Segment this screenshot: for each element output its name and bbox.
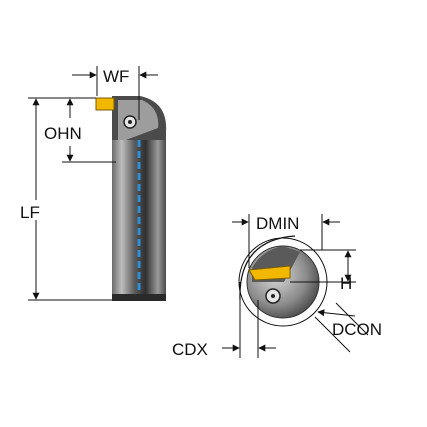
- ohn-label: OHN: [44, 124, 82, 143]
- dcon-dimension: DCON: [314, 302, 382, 353]
- cdx-label: CDX: [172, 340, 208, 359]
- lf-label: LF: [20, 203, 40, 222]
- dmin-label: DMIN: [256, 214, 299, 233]
- h-dimension: H: [290, 249, 356, 293]
- bar-head-highlight: [118, 100, 159, 140]
- cdx-dimension: CDX: [172, 282, 276, 359]
- wf-label: WF: [103, 67, 129, 86]
- lf-dimension: LF: [20, 97, 112, 301]
- bar-shank: [112, 130, 166, 300]
- dcon-label: DCON: [332, 320, 382, 339]
- ohn-dimension: OHN: [44, 97, 116, 163]
- insert-icon: [95, 97, 115, 111]
- h-label: H: [340, 274, 352, 293]
- wf-dimension: WF: [72, 66, 158, 120]
- bar-end: [112, 294, 166, 301]
- dmin-dimension: DMIN: [232, 214, 340, 268]
- end-view-insert-icon: [248, 265, 291, 281]
- boring-bar-end-view: [238, 235, 328, 327]
- boring-bar-side-view: [95, 96, 167, 301]
